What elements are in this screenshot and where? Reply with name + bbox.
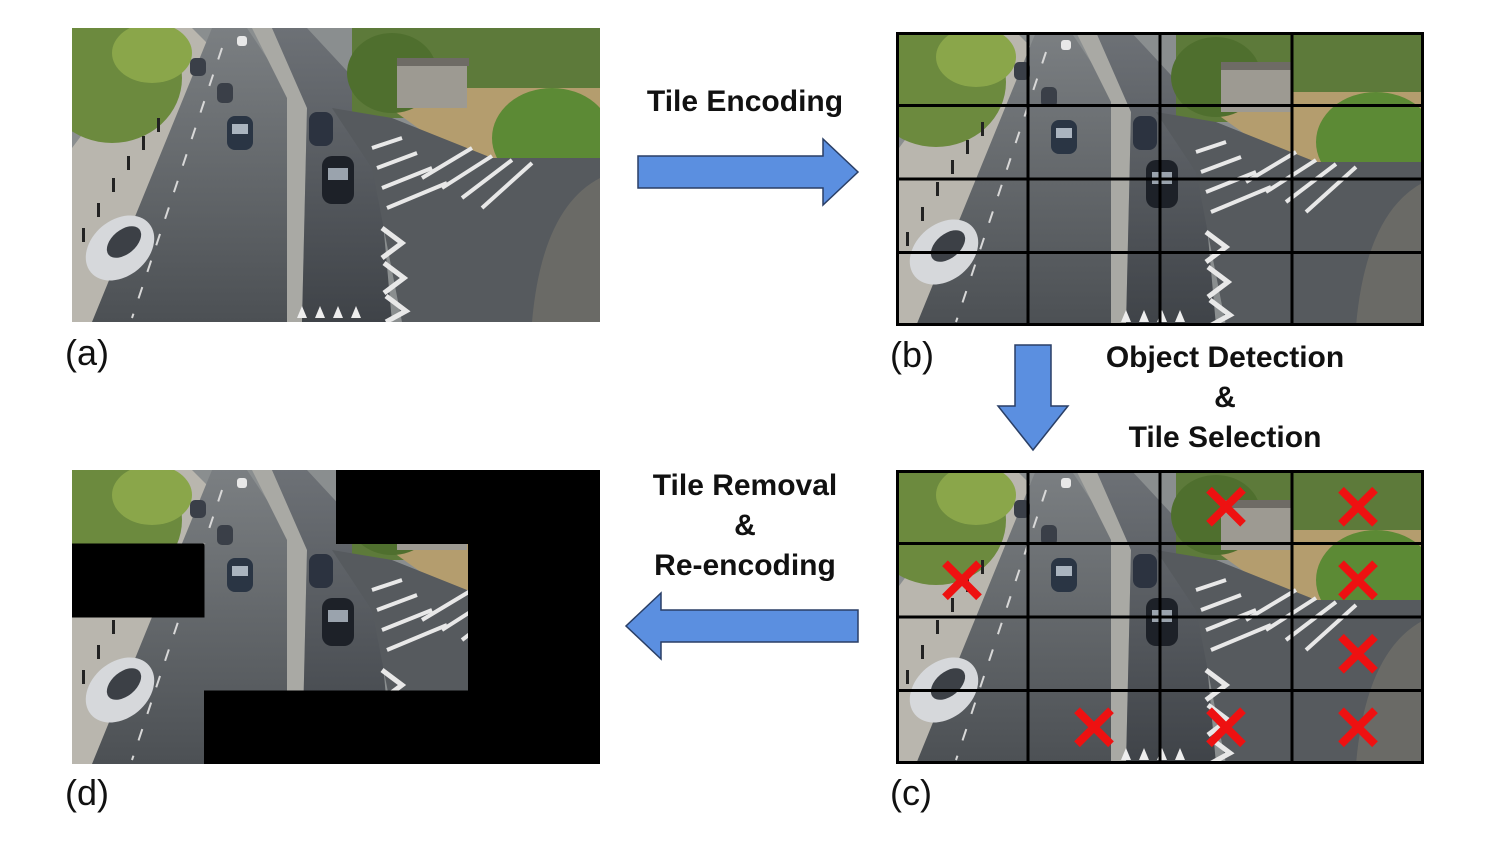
caption-a: (a): [65, 332, 109, 373]
panel-c-selected-tiles: [896, 470, 1424, 764]
removed-tile: [468, 617, 600, 691]
removed-tile: [468, 543, 600, 618]
cross-mark-icon: [1206, 707, 1246, 748]
removed-tiles: [72, 470, 600, 764]
label-object-detection: Object Detection: [1105, 341, 1345, 374]
cross-mark-icon: [1338, 486, 1378, 527]
panel-a-original-frame: [72, 28, 600, 322]
removed-tile: [204, 690, 337, 764]
label-re-encoding: Re-encoding: [654, 549, 836, 582]
street-scene-image: [72, 28, 600, 322]
label-ampersand: &: [734, 509, 756, 542]
label-tile-removal-group: Tile Removal & Re-encoding: [620, 466, 870, 586]
removal-crosses: [942, 486, 1378, 748]
cross-mark-icon: [1074, 707, 1114, 748]
caption-c: (c): [890, 772, 932, 813]
label-ampersand: &: [1214, 381, 1236, 414]
down-arrow-icon: [996, 344, 1070, 452]
label-tile-selection: Tile Selection: [1128, 421, 1322, 454]
caption-b: (b): [890, 334, 934, 375]
panel-b-tiled-frame: [896, 32, 1424, 326]
removed-tile: [336, 690, 469, 764]
removed-tile: [468, 470, 600, 544]
tile-grid: [896, 470, 1424, 764]
label-tile-encoding: Tile Encoding: [646, 85, 844, 118]
removed-tile: [72, 543, 205, 618]
cross-mark-icon: [1338, 560, 1378, 601]
cross-mark-icon: [942, 560, 982, 601]
caption-d: (d): [65, 772, 109, 813]
cross-mark-icon: [1206, 486, 1246, 527]
cross-mark-icon: [1338, 633, 1378, 674]
cross-mark-icon: [1338, 707, 1378, 748]
panel-d-reencoded-frame: [72, 470, 600, 764]
label-tile-removal: Tile Removal: [652, 469, 838, 502]
removed-tile: [336, 470, 469, 544]
right-arrow-icon: [637, 137, 860, 207]
label-object-detection-group: Object Detection & Tile Selection: [1080, 338, 1370, 458]
removed-tile: [468, 690, 600, 764]
tile-grid: [896, 32, 1424, 326]
left-arrow-icon: [624, 591, 859, 661]
